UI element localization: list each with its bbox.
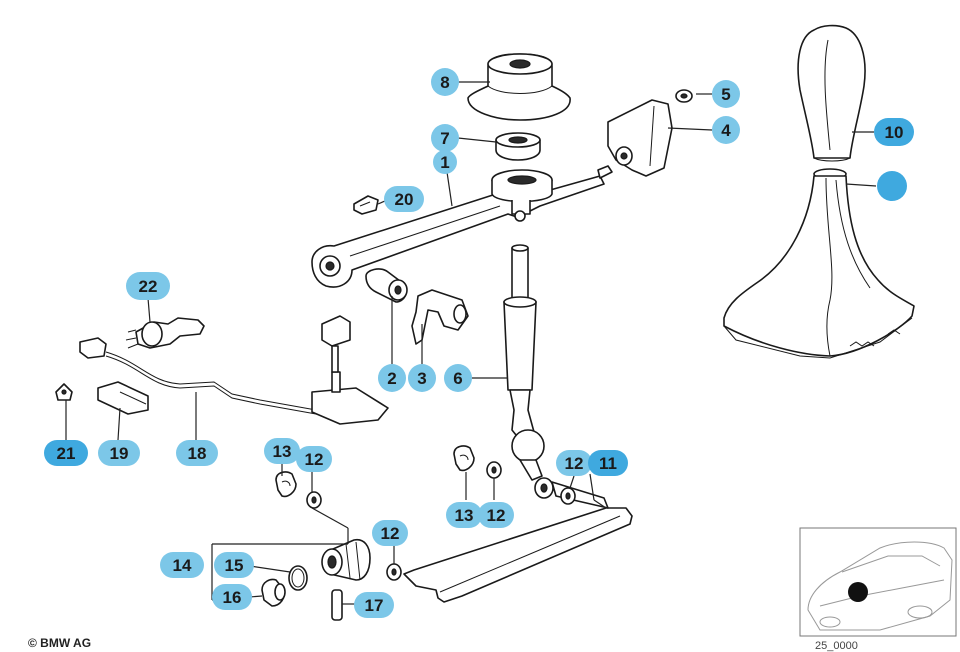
part-20-clip: [353, 195, 379, 215]
gear-knob: [797, 24, 866, 162]
parts-13-12-left: [275, 471, 322, 509]
callout-blank: [877, 171, 907, 201]
svg-text:11: 11: [599, 454, 617, 473]
svg-text:20: 20: [395, 190, 414, 209]
callout-8: 8: [431, 68, 459, 96]
callout-4: 4: [712, 116, 740, 144]
svg-text:7: 7: [440, 129, 449, 148]
part-7-ring: [495, 132, 541, 161]
callout-1: 1: [433, 150, 457, 174]
part-8-cup: [467, 53, 571, 121]
callout-17: 17: [354, 592, 394, 618]
callout-16: 16: [212, 584, 252, 610]
callout-6: 6: [444, 364, 472, 392]
location-marker-dot: [848, 582, 868, 602]
part-19-connector: [97, 381, 149, 415]
svg-text:18: 18: [188, 444, 207, 463]
callout-19: 19: [98, 440, 140, 466]
svg-text:2: 2: [387, 369, 396, 388]
svg-text:21: 21: [57, 444, 76, 463]
callout-21: 21: [44, 440, 88, 466]
svg-text:12: 12: [487, 506, 506, 525]
callout-22: 22: [126, 272, 170, 300]
callout-20: 20: [384, 186, 424, 212]
svg-text:22: 22: [139, 277, 158, 296]
callout-12-bottom: 12: [372, 520, 408, 546]
svg-text:14: 14: [173, 556, 192, 575]
callouts: 8 7 1 5 4 10 20 2 3 6 22 21 19 18 13 12 …: [44, 68, 914, 618]
callout-12-left: 12: [296, 446, 332, 472]
callout-15: 15: [214, 552, 254, 578]
parts-13-12-right: [453, 445, 576, 505]
callout-5: 5: [712, 80, 740, 108]
svg-text:12: 12: [305, 450, 324, 469]
part-11-selector-rod: [403, 477, 633, 603]
svg-text:4: 4: [721, 121, 731, 140]
leader-lines: [65, 81, 877, 605]
svg-text:5: 5: [721, 85, 730, 104]
parts-14-17: [261, 538, 402, 621]
svg-text:13: 13: [455, 506, 474, 525]
callout-13-right: 13: [446, 502, 482, 528]
part-3-clip: [411, 289, 469, 345]
part-4-bracket: [597, 99, 673, 179]
part-1-lever-arm: [311, 169, 605, 288]
callout-7: 7: [431, 124, 459, 152]
svg-text:3: 3: [417, 369, 426, 388]
svg-text:13: 13: [273, 442, 292, 461]
svg-text:12: 12: [381, 524, 400, 543]
callout-12-far-right: 12: [556, 450, 592, 476]
svg-text:6: 6: [453, 369, 462, 388]
part-6-shift-rod: [503, 244, 545, 481]
svg-text:17: 17: [365, 596, 384, 615]
callout-14: 14: [160, 552, 204, 578]
callout-2: 2: [378, 364, 406, 392]
diagram-code: 25_0000: [815, 640, 858, 652]
callout-18: 18: [176, 440, 218, 466]
part-5-nut: [675, 89, 693, 103]
svg-text:12: 12: [565, 454, 584, 473]
part-22-switch: [125, 317, 205, 349]
svg-text:19: 19: [110, 444, 129, 463]
part-21-pin: [55, 383, 73, 401]
svg-text:10: 10: [885, 123, 904, 142]
callout-12-right: 12: [478, 502, 514, 528]
callout-13-left: 13: [264, 438, 300, 464]
location-inset: [799, 527, 957, 637]
callout-11: 11: [588, 450, 628, 476]
svg-text:15: 15: [225, 556, 244, 575]
svg-text:8: 8: [440, 73, 449, 92]
part-2-bushing: [365, 268, 408, 303]
svg-text:1: 1: [440, 153, 449, 172]
copyright-text: © BMW AG: [28, 636, 92, 650]
callout-10: 10: [874, 118, 914, 146]
svg-text:16: 16: [223, 588, 242, 607]
callout-3: 3: [408, 364, 436, 392]
shift-boot: [723, 168, 915, 359]
part-18-cable: [79, 315, 389, 425]
